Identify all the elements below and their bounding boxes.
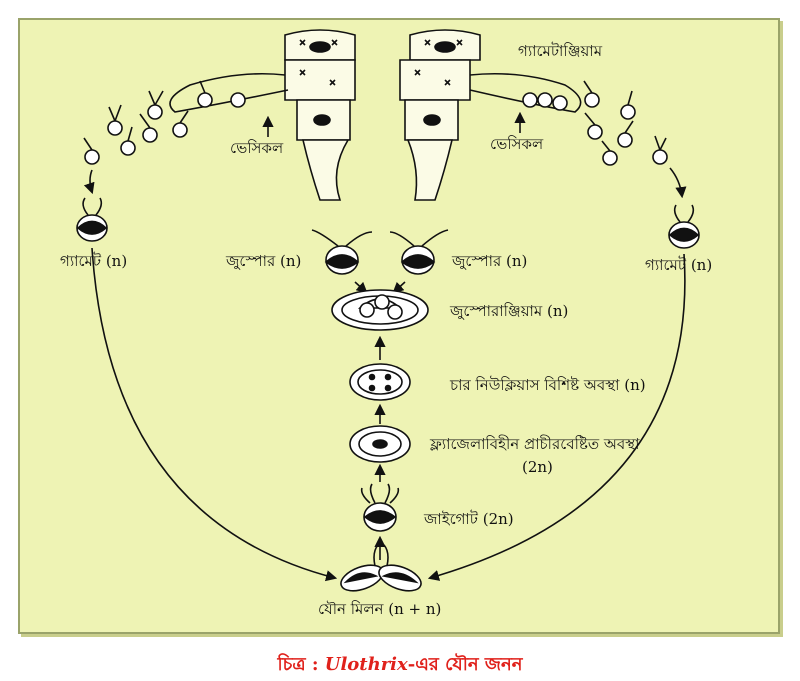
label-sexual-fusion: যৌন মিলন (n + n)	[318, 600, 442, 618]
figure-caption: চিত্র : Ulothrix-এর যৌন জনন	[0, 650, 800, 681]
caption-genus: Ulothrix	[324, 654, 408, 675]
zygote-cell	[360, 483, 400, 532]
gamete-right-cell	[668, 204, 700, 249]
label-vesicle-left: ভেসিকল	[230, 139, 284, 157]
label-zoospore-left: জুস্পোর (n)	[226, 252, 302, 270]
label-zoosporangium: জুস্পোরাঞ্জিয়াম (n)	[450, 302, 569, 320]
label-aflagellate-line1: ফ্ল্যাজেলাবিহীন প্রাচীরবেষ্টিত অবস্থা	[430, 435, 640, 453]
fusing-gametes	[340, 544, 422, 592]
four-nucleus-cell	[349, 363, 411, 401]
label-gamete-left: গ্যামেট (n)	[60, 252, 128, 270]
right-released-gametes	[522, 80, 668, 166]
label-aflagellate-line2: (2n)	[522, 458, 553, 476]
label-zoospore-right: জুস্পোর (n)	[452, 252, 528, 270]
label-gametangium: গ্যামেটাঞ্জিয়াম	[518, 42, 603, 60]
label-four-nucleus: চার নিউক্লিয়াস বিশিষ্ট অবস্থা (n)	[450, 376, 646, 394]
left-released-gametes	[83, 80, 246, 165]
label-gamete-right: গ্যামেট (n)	[645, 256, 713, 274]
label-zygote: জাইগোট (2n)	[424, 510, 514, 528]
caption-prefix: চিত্র :	[277, 654, 325, 675]
caption-suffix: -এর যৌন জনন	[407, 654, 523, 675]
label-vesicle-right: ভেসিকল	[490, 135, 544, 153]
zoospore-left-cell	[311, 229, 373, 275]
zoosporangium-cell	[331, 289, 429, 331]
right-filament	[399, 29, 582, 201]
aflagellate-walled-cell	[349, 425, 411, 463]
zoospore-right-cell	[389, 229, 449, 275]
left-filament	[169, 29, 356, 201]
gamete-left-cell	[76, 197, 108, 242]
